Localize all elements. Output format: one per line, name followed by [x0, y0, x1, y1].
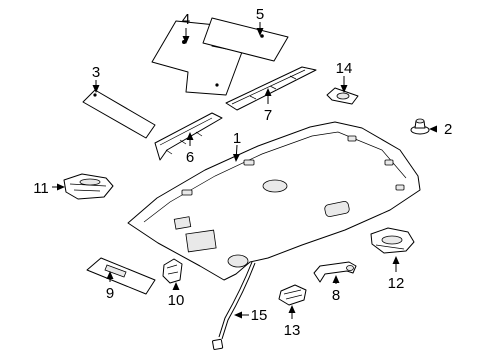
callout-13: 13	[284, 322, 301, 339]
callout-11: 11	[33, 180, 49, 197]
part-11-lamp	[63, 173, 114, 200]
part-13-bracket	[278, 284, 307, 306]
callout-6: 6	[186, 149, 194, 166]
callout-4: 4	[182, 11, 190, 28]
callout-5: 5	[256, 6, 264, 23]
callout-10: 10	[168, 292, 185, 309]
callout-1: 1	[233, 130, 241, 147]
part-8-grip	[313, 261, 357, 283]
callout-labels: 4 5 3 1 2 6 7 14 11 12 9 10 8 13 15	[33, 6, 452, 339]
callout-2: 2	[444, 121, 452, 138]
callout-12: 12	[388, 275, 405, 292]
callout-8: 8	[332, 287, 340, 304]
part-15-harness	[212, 261, 256, 350]
part-9-cover	[86, 257, 156, 295]
part-3-pad	[82, 89, 156, 139]
part-7-rail	[225, 66, 317, 111]
callout-3: 3	[92, 64, 100, 81]
part-10-holder	[162, 258, 183, 284]
part-12-lamp	[370, 227, 415, 254]
callout-14: 14	[336, 60, 353, 77]
part-1-headliner	[127, 121, 421, 281]
part-14-bracket	[326, 87, 359, 105]
callout-15: 15	[251, 307, 268, 324]
leader-lines	[52, 22, 437, 319]
callout-7: 7	[264, 107, 272, 124]
callout-9: 9	[106, 285, 114, 302]
part-2-clip	[410, 118, 430, 135]
